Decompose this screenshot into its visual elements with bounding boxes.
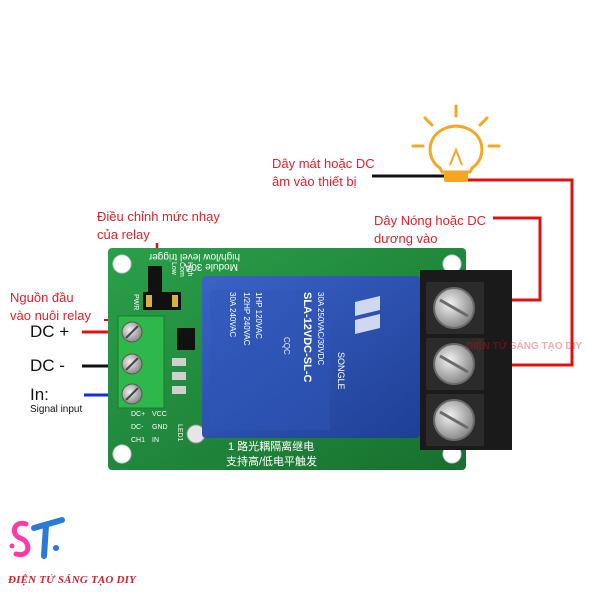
signal-input-label: Signal input <box>30 404 83 415</box>
jumper-label-low: Low <box>170 262 177 276</box>
watermark: ĐIỆN TỬ SÁNG TẠO DIY <box>466 339 582 352</box>
ground-wire-label-line-1: Dây mát hoặc DC <box>272 156 375 171</box>
relay-module-board: CQC <box>108 248 512 470</box>
dc-plus-label: DC + <box>30 322 70 341</box>
sensitivity-label-line-2: của relay <box>97 227 150 242</box>
power-input-label-line-1: Nguồn đầu <box>10 290 74 305</box>
pin-label-gnd: GND <box>152 424 168 431</box>
jumper-label-com: Com <box>178 262 185 277</box>
led-label: LED1 <box>176 424 183 442</box>
module-text: Module 30A <box>184 261 238 272</box>
sensitivity-label-line-1: Điều chỉnh mức nhạy <box>97 209 220 224</box>
relay-rating-4: 30A 240VAC <box>228 292 237 337</box>
light-bulb-icon <box>411 104 501 182</box>
output-terminal-block <box>420 270 512 450</box>
hot-wire-label: Dây Nóng hoặc DC dương vào <box>374 212 486 248</box>
trigger-text: high/low level trigger <box>148 251 240 262</box>
relay-rating-1: 30A 250VAC/30VDC <box>316 292 325 365</box>
ground-wire-label-line-2: âm vào thiết bị <box>272 174 357 189</box>
songle-logo-icon <box>355 296 380 334</box>
power-input-label: Nguồn đầu vào nuôi relay <box>10 289 91 325</box>
sensitivity-jumper <box>143 266 181 310</box>
pin-label-dcminus: DC- <box>131 424 144 431</box>
optocoupler <box>177 328 195 350</box>
hot-wire-label-line-1: Dây Nóng hoặc DC <box>374 213 486 228</box>
hot-wire-label-line-2: dương vào <box>374 231 438 246</box>
sensitivity-label: Điều chỉnh mức nhạy của relay <box>97 208 220 244</box>
pin-label-in: IN <box>152 437 159 444</box>
pwr-label: PWR <box>132 294 139 310</box>
jumper-label-high: High <box>186 262 193 277</box>
pin-label-ch1: CH1 <box>131 437 145 444</box>
ground-wire-label: Dây mát hoặc DC âm vào thiết bị <box>272 155 375 191</box>
cqc-mark: CQC <box>282 337 291 355</box>
in-label: In: <box>30 385 49 404</box>
board-cn-line-1: 1 路光耦隔离继电 <box>228 439 314 453</box>
dc-minus-label: DC - <box>30 356 65 375</box>
pin-label-vcc: VCC <box>152 411 167 418</box>
relay-brand: SONGLE <box>336 352 346 390</box>
pin-label-dcplus: DC+ <box>131 411 145 418</box>
hot-wire <box>468 178 574 367</box>
st-logo-icon <box>9 517 65 559</box>
relay: CQC <box>202 276 420 438</box>
relay-model: SLA-12VDC-SL-C <box>301 292 313 383</box>
power-input-label-line-2: vào nuôi relay <box>10 308 91 323</box>
board-cn-line-2: 支持高/低电平触发 <box>226 454 317 468</box>
input-terminal-block <box>117 315 165 409</box>
relay-rating-2: 1HP 120VAC <box>254 292 263 339</box>
relay-rating-3: 1/2HP 240VAC <box>242 292 251 346</box>
brand-name: ĐIỆN TỬ SÁNG TẠO DIY <box>8 574 137 586</box>
